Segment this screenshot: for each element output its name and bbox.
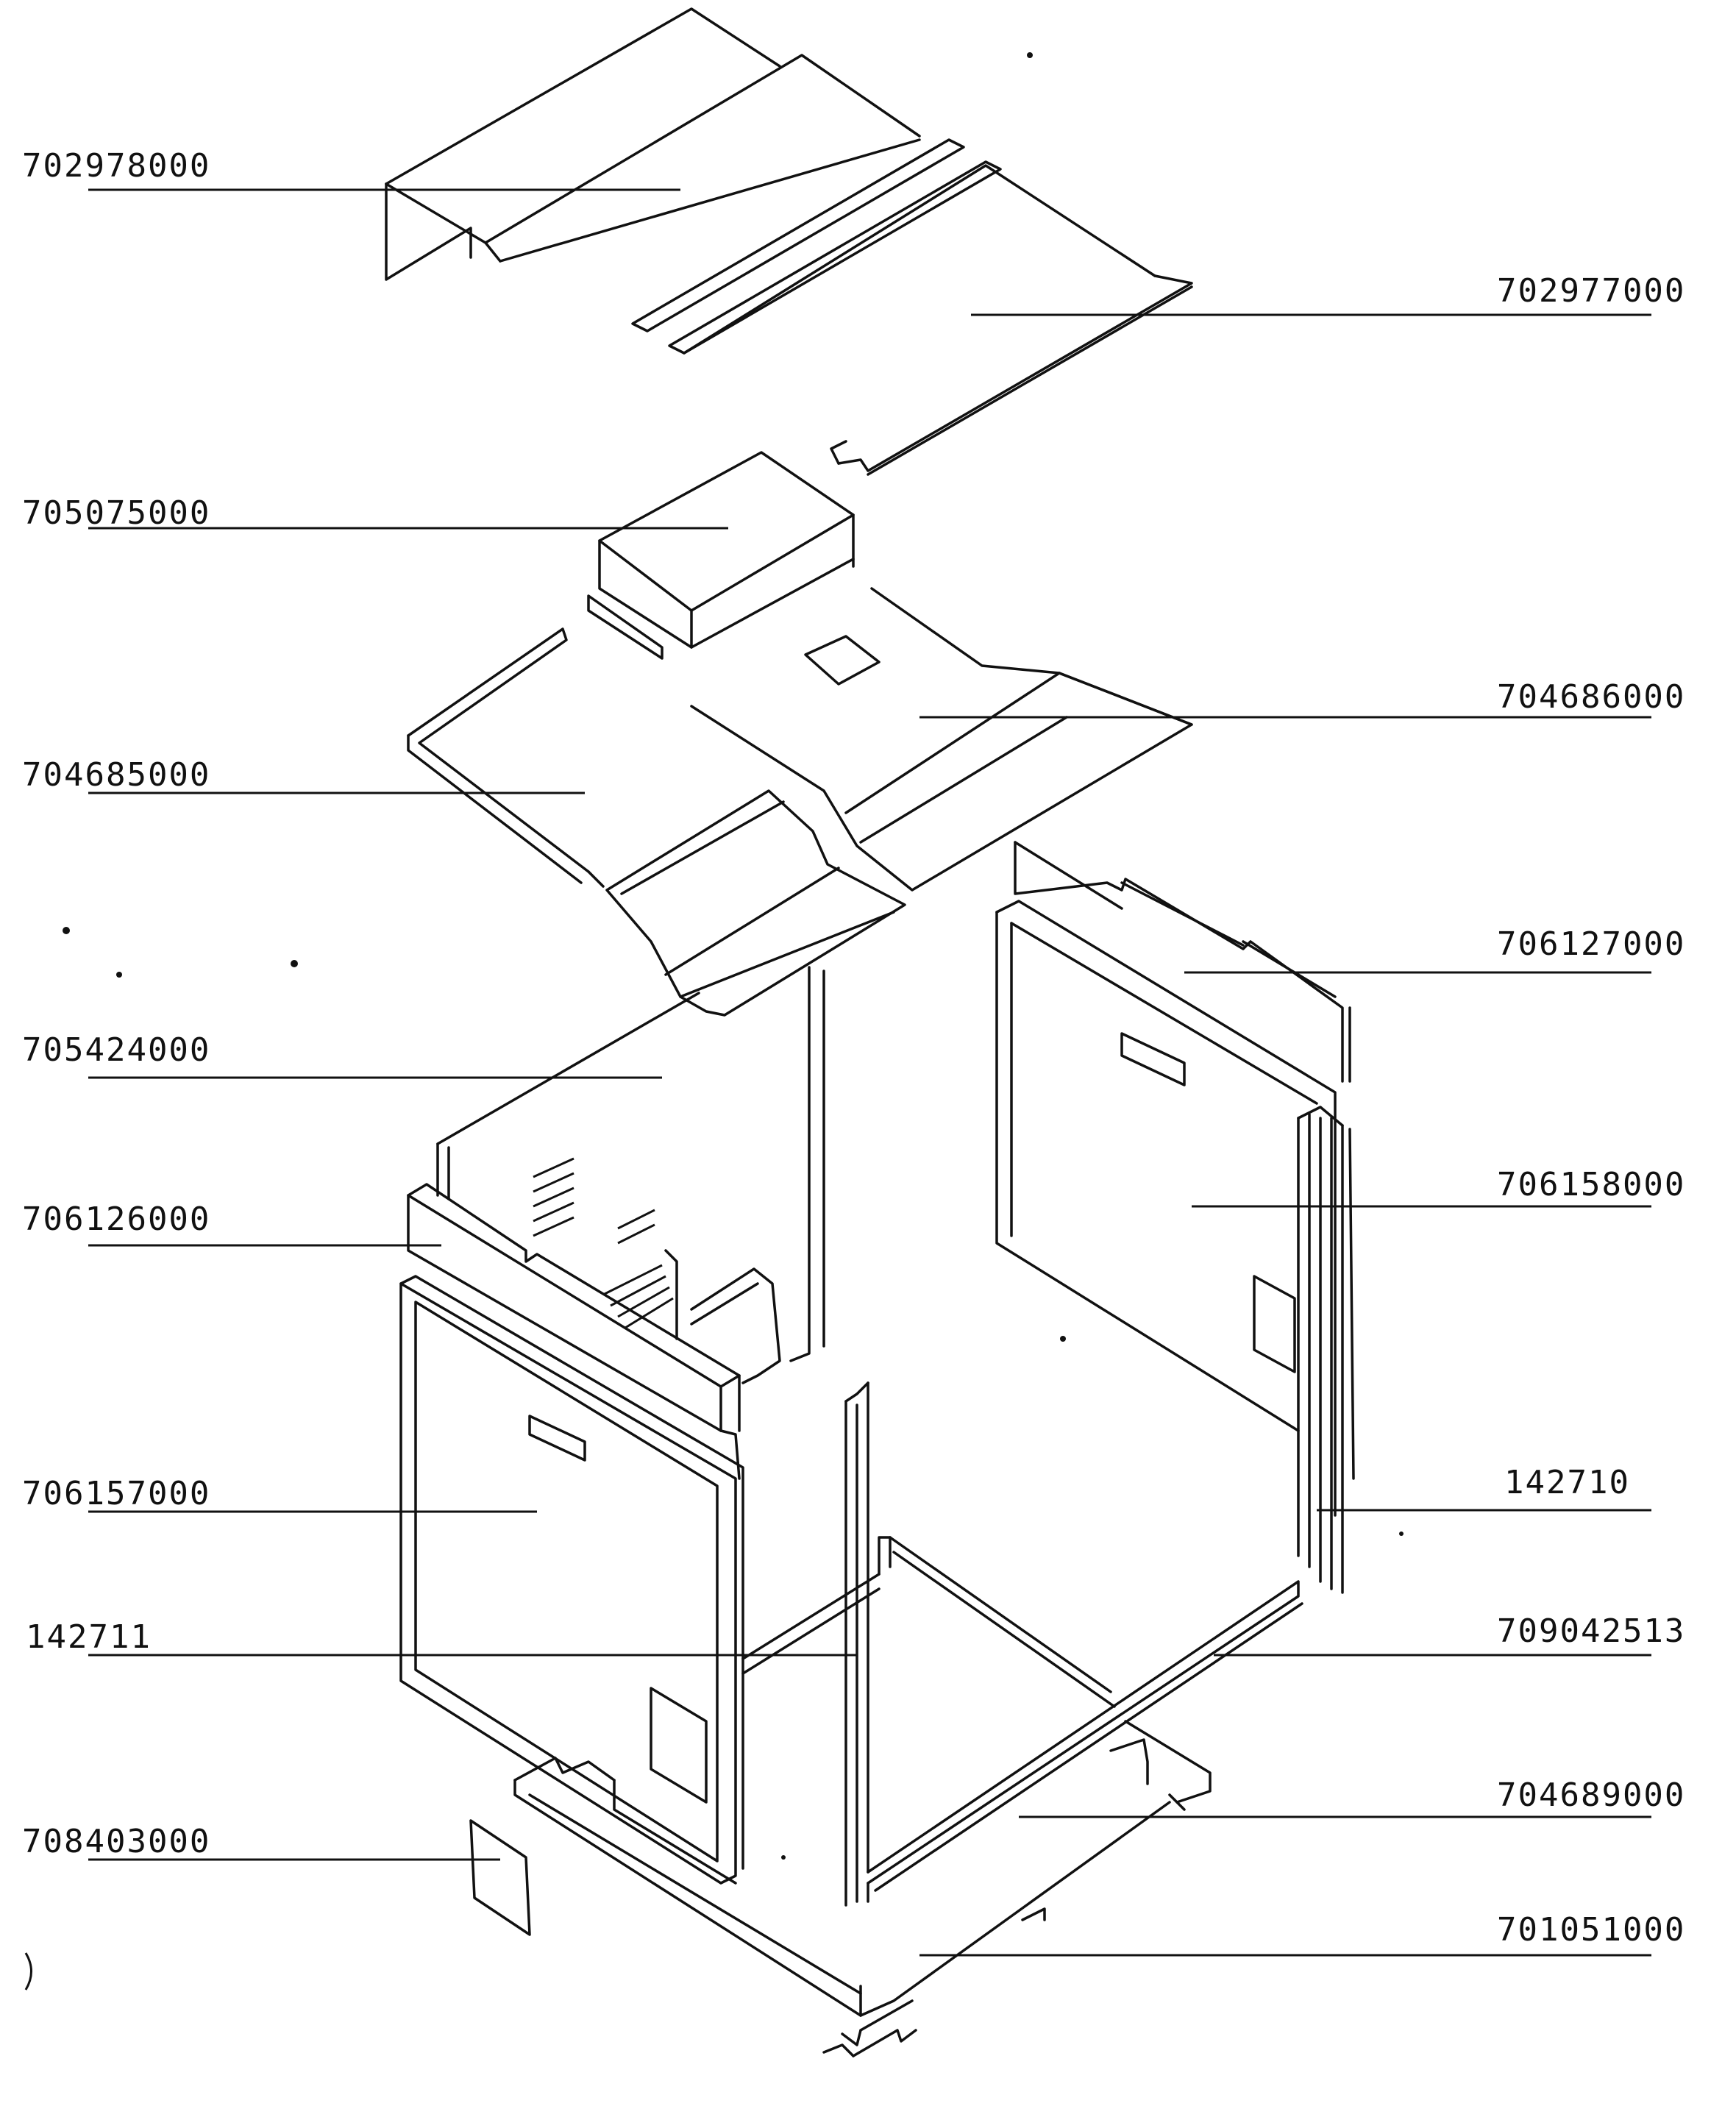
label-705424000: 705424000	[22, 1031, 210, 1069]
part-floor-pan	[513, 1720, 1212, 2057]
label-702977000: 702977000	[1497, 272, 1685, 310]
part-labels: 702978000 702977000 705075000 704686000 …	[22, 147, 1685, 1949]
part-right-vertical-seal	[1297, 1106, 1355, 1594]
label-705075000: 705075000	[22, 494, 210, 532]
part-right-air-channel	[690, 587, 1193, 892]
label-706157000: 706157000	[22, 1475, 210, 1512]
label-704686000: 704686000	[1497, 678, 1685, 716]
vent-slots	[533, 1157, 674, 1329]
label-706158000: 706158000	[1497, 1166, 1685, 1203]
part-left-air-channel	[407, 627, 906, 1017]
label-702978000: 702978000	[22, 147, 210, 185]
part-right-upper-trim	[1014, 841, 1351, 1083]
part-rear-panel	[436, 966, 825, 1384]
scan-specks	[24, 52, 1404, 1991]
label-708403000: 708403000	[22, 1823, 210, 1860]
label-701051000: 701051000	[1497, 1911, 1685, 1949]
label-706126000: 706126000	[22, 1200, 210, 1238]
label-142710: 142710	[1504, 1464, 1630, 1501]
part-duct-box	[587, 451, 855, 660]
part-left-upper-trim	[407, 1183, 741, 1480]
label-142711: 142711	[26, 1618, 152, 1656]
part-small-plate	[469, 1819, 531, 1936]
leader-lines	[88, 188, 1651, 1957]
part-right-side-panel	[995, 900, 1337, 1517]
label-709042513: 709042513	[1497, 1612, 1685, 1650]
part-bottom-frame	[741, 1536, 1303, 1903]
label-706127000: 706127000	[1497, 925, 1685, 963]
label-704689000: 704689000	[1497, 1776, 1685, 1814]
label-704685000: 704685000	[22, 756, 210, 794]
part-top-cover	[385, 7, 1193, 476]
part-front-vertical-seal	[844, 1381, 869, 1907]
